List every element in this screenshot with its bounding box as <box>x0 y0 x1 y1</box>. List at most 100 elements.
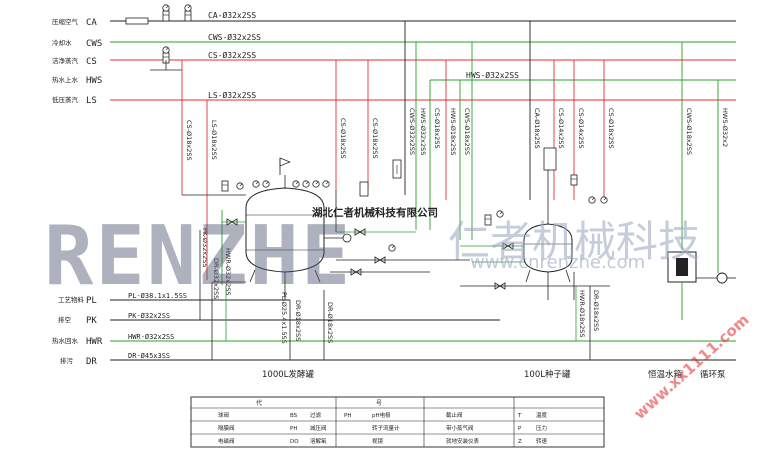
line-dr-code: DR <box>86 357 97 367</box>
branch-cws2: CWS-Ø18x2SS <box>463 108 471 155</box>
water-tank-group <box>667 251 736 320</box>
branch-hws1: HWS-Ø32x2SS <box>419 108 427 155</box>
line-hws-spec: HWS-Ø32x2SS <box>466 70 519 80</box>
legend-header-name: 号 <box>376 400 382 407</box>
tank-1000l <box>245 157 352 300</box>
line-pk-code: PK <box>86 316 97 326</box>
legend-cell: BS <box>290 413 298 419</box>
label-tank1: 1000L发酵罐 <box>262 369 314 380</box>
branch-dr4: DR-Ø18x2SS <box>592 290 600 331</box>
branch-dr2: DR-Ø18x2SS <box>294 300 302 341</box>
legend-cell: PH <box>290 426 297 432</box>
line-cs-code: CS <box>86 57 97 67</box>
label-pump: 循环泵 <box>700 369 726 380</box>
branch-cs1: CS-Ø18x2SS <box>185 120 193 161</box>
line-hws-cn: 热水上水 <box>52 75 79 84</box>
branch-cs7: CS-Ø18x2SS <box>607 108 615 149</box>
legend-cell: Z <box>518 439 522 445</box>
branch-cs6: CS-Ø14x2SS <box>577 108 585 149</box>
branch-hws2: HWS-Ø18x2SS <box>449 108 457 155</box>
line-ca-code: CA <box>86 18 97 28</box>
branch-hwr1: HWR-Ø32x2SS <box>224 248 232 296</box>
legend-cell: 球阀 <box>218 411 229 419</box>
line-dr-spec: DR-Ø45x3SS <box>128 352 170 360</box>
line-cs-spec: CS-Ø32x2SS <box>208 50 256 60</box>
legend-cell: 减压阀 <box>310 424 327 432</box>
legend-cell: 视镜 <box>372 437 384 445</box>
branch-hws3: HWS-Ø32x2 <box>721 108 729 147</box>
line-dr-cn: 排污 <box>60 356 74 365</box>
tank-100l <box>460 147 610 300</box>
legend-cell: 溶解氧 <box>310 437 327 445</box>
top-line-cws: 冷却水 CWS CWS-Ø32x2SS <box>52 32 736 49</box>
line-pl-cn: 工艺物料 <box>58 295 85 304</box>
legend-cell: 过滤 <box>310 411 322 419</box>
legend-cell: 电磁阀 <box>218 437 235 445</box>
bottom-line-dr: 排污 DR DR-Ø45x3SS <box>60 352 736 367</box>
legend-cell: 带小蒸气阀 <box>446 424 474 432</box>
risers <box>181 21 719 255</box>
legend-header-code: 代 <box>256 399 262 407</box>
branch-pl1: PL-Ø25.4x1.5SS <box>280 292 288 344</box>
bottom-drops <box>199 230 591 360</box>
line-cs-cn: 洁净蒸汽 <box>52 56 79 65</box>
tank1-left-piping <box>182 180 246 285</box>
line-pk-spec: PK-Ø32x2SS <box>128 312 170 320</box>
branch-labels: CS-Ø18x2SS LS-Ø18x2SS CS-Ø18x2SS CS-Ø18x… <box>185 108 729 344</box>
line-ca-cn: 压缩空气 <box>52 17 79 26</box>
branch-dr1: DR-Ø32x2SS <box>212 258 220 299</box>
legend-cell: T <box>517 413 522 419</box>
line-cws-code: CWS <box>86 39 102 49</box>
legend-cell: 隔膜阀 <box>218 424 235 432</box>
branch-cs3: CS-Ø18x2SS <box>371 118 379 159</box>
legend-cell: 压力 <box>536 424 547 432</box>
line-ls-code: LS <box>86 96 97 106</box>
top-line-ca: 压缩空气 CA CA-Ø32x2SS <box>52 10 736 28</box>
watermark-cn: 仁者机械科技 <box>448 217 700 266</box>
top-line-cs: 洁净蒸汽 CS CS-Ø32x2SS <box>52 50 736 67</box>
line-pl-code: PL <box>86 296 97 306</box>
label-tank2: 100L种子罐 <box>524 369 571 380</box>
watermark-url: www.cnrenzhe.com <box>470 252 645 273</box>
branch-cs5: CS-Ø14x2SS <box>557 108 565 149</box>
line-ls-spec: LS-Ø32x2SS <box>208 90 256 100</box>
watermark-logo: RENZHE <box>44 209 352 304</box>
tank1-right-piping <box>330 159 470 276</box>
line-hwr-code: HWR <box>86 337 103 347</box>
branch-dr3: DR-Ø18x2SS <box>326 302 334 343</box>
branch-cs4: CS-Ø18x2SS <box>433 108 441 149</box>
legend-cell: 就地安装仪表 <box>446 437 480 445</box>
bottom-line-pk: 排空 PK PK-Ø32x2SS <box>58 312 500 326</box>
branch-ls1: LS-Ø18x2SS <box>210 120 218 160</box>
line-cws-spec: CWS-Ø32x2SS <box>208 32 261 42</box>
legend-cell: 转子流量计 <box>372 424 400 432</box>
legend-cell: P <box>518 426 522 432</box>
top-line-hws: 热水上水 HWS HWS-Ø32x2SS <box>52 70 736 86</box>
label-water-tank: 恒温水箱 <box>648 369 683 380</box>
branch-cws3: CWS-Ø18x2SS <box>685 108 693 155</box>
line-ls-cn: 低压蒸汽 <box>52 95 79 104</box>
equipment-labels: 1000L发酵罐 100L种子罐 恒温水箱 循环泵 <box>262 369 726 380</box>
legend-cell: 转速 <box>536 437 548 445</box>
top-line-ls: 低压蒸汽 LS LS-Ø32x2SS <box>52 90 736 106</box>
branch-ca1: CA-Ø18x2SS <box>533 108 541 149</box>
legend-cell: DO <box>290 439 299 445</box>
line-pk-cn: 排空 <box>58 315 72 324</box>
line-cws-cn: 冷却水 <box>52 38 72 47</box>
line-ca-spec: CA-Ø32x2SS <box>208 10 256 20</box>
branch-cws1: CWS-Ø32x2SS <box>408 108 416 155</box>
line-hwr-spec: HWR-Ø32x2SS <box>128 333 174 341</box>
ca-filter-assembly <box>125 4 192 71</box>
legend-cell: pH电极 <box>372 411 391 419</box>
branch-hwr2: HWR-Ø18x2SS <box>578 290 586 338</box>
branch-cs2: CS-Ø18x2SS <box>339 118 347 159</box>
legend-cell: 截止阀 <box>446 411 463 419</box>
branch-pk1: PK-Ø32x2SS <box>201 228 209 267</box>
legend-cell: 温度 <box>536 411 548 419</box>
company-title: 湖北仁者机械科技有限公司 <box>312 206 438 219</box>
bottom-line-hwr: 热水回水 HWR HWR-Ø32x2SS <box>52 333 736 347</box>
legend-cell: PH <box>344 413 351 419</box>
